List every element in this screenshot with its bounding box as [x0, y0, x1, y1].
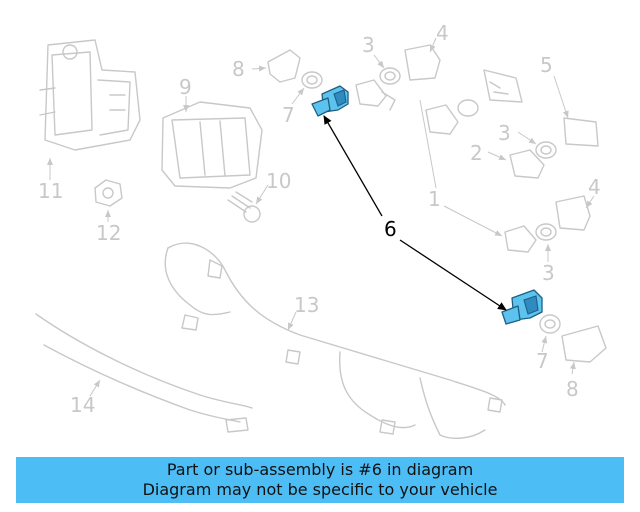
callout-13: 13: [294, 293, 319, 317]
callout-4-top: 4: [436, 21, 449, 45]
callout-6-arrow-lower: [399, 239, 507, 311]
callout-3-lower: 3: [542, 261, 555, 285]
callout-14: 14: [70, 393, 95, 417]
callout-6: 6: [384, 217, 397, 241]
part-10-screw: [227, 184, 269, 223]
part-1-sensor-top: [355, 79, 396, 111]
part-3-ring-right: [517, 131, 557, 159]
callout-2: 2: [470, 141, 483, 165]
callout-11: 11: [38, 179, 63, 203]
callout-9: 9: [179, 75, 192, 99]
part-8-clip-top: [251, 49, 301, 83]
part-5-bracket-top-right: [483, 69, 523, 103]
info-banner: Part or sub-assembly is #6 in diagram Di…: [16, 457, 624, 503]
callout-3-top: 3: [362, 33, 375, 57]
part-6-sensor-upper[interactable]: [311, 85, 349, 117]
part-8-bracket-lower: [561, 325, 607, 375]
callout-7-top: 7: [282, 103, 295, 127]
part-4-bracket-top: [404, 37, 441, 81]
part-7-ring-top: [291, 71, 323, 105]
callout-1: 1: [428, 187, 441, 211]
callout-3-right: 3: [498, 121, 511, 145]
part-5-bracket-right: [553, 75, 599, 147]
part-7-ring-lower: [539, 314, 561, 353]
part-4-bracket-right: [555, 195, 595, 231]
part-2-sensor: [487, 149, 545, 179]
callout-8-top: 8: [232, 57, 245, 81]
callout-6-arrow-upper: [323, 115, 383, 217]
part-12-nut: [94, 179, 123, 222]
callout-7-lower: 7: [536, 349, 549, 373]
part-1-sensor-lower: [419, 99, 537, 253]
part-1-sensor-middle: [425, 99, 479, 135]
callout-4-right: 4: [588, 175, 601, 199]
part-14-trim-strip: [35, 313, 253, 433]
part-9-module: [161, 96, 263, 189]
part-11-bracket: [39, 39, 141, 180]
part-6-sensor-lower[interactable]: [501, 289, 543, 325]
part-3-ring-top-center: [373, 54, 401, 85]
banner-line-2: Diagram may not be specific to your vehi…: [142, 480, 498, 499]
part-13-wiring-harness: [164, 242, 506, 439]
part-3-ring-lower: [535, 223, 557, 262]
callout-10: 10: [266, 169, 291, 193]
banner-line-1: Part or sub-assembly is #6 in diagram: [166, 460, 474, 479]
callout-12: 12: [96, 221, 121, 245]
callout-8-lower: 8: [566, 377, 579, 401]
callout-5: 5: [540, 53, 553, 77]
